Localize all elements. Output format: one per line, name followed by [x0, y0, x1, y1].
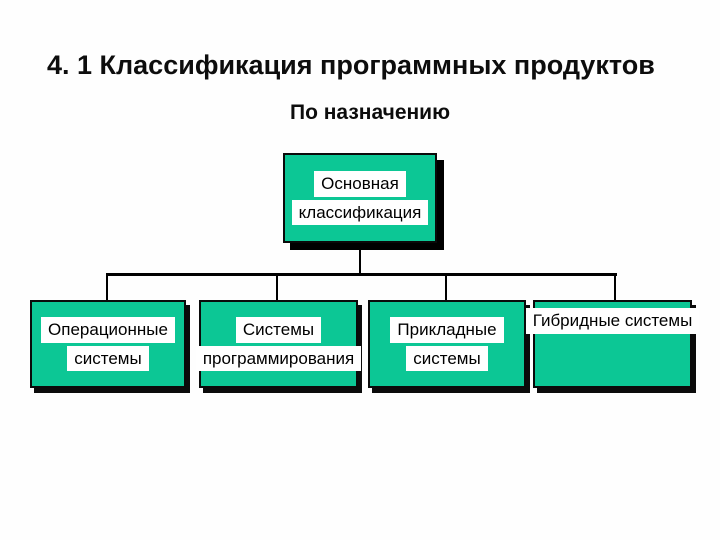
connector-horizontal-line	[106, 273, 617, 276]
connector-drop-line	[106, 275, 108, 302]
connector-drop-line	[445, 275, 447, 302]
slide-title: 4. 1 Классификация программных продуктов	[47, 50, 655, 80]
node-label-line: системы	[67, 345, 149, 372]
node-label-line: Основная	[314, 170, 406, 197]
connector-stem-line	[359, 243, 361, 274]
node-label-line: Гибридные системы	[525, 308, 700, 334]
node-label-line: программирования	[195, 345, 362, 372]
node-label-line: Прикладные	[390, 316, 504, 343]
connector-drop-line	[614, 275, 616, 302]
node-applied-systems: Прикладные системы	[368, 300, 526, 388]
node-hybrid-systems: Гибридные системы	[525, 300, 700, 388]
node-programming-systems: Системы программирования	[195, 300, 362, 388]
node-label-line: Системы	[235, 316, 322, 343]
slide-subtitle: По назначению	[289, 101, 451, 124]
node-operating-systems: Операционные системы	[30, 300, 186, 388]
node-label-line: Операционные	[41, 316, 175, 343]
node-main-classification: Основная классификация	[283, 153, 437, 243]
node-label-line: системы	[406, 345, 488, 372]
node-label-line: классификация	[291, 199, 429, 226]
connector-drop-line	[276, 275, 278, 302]
